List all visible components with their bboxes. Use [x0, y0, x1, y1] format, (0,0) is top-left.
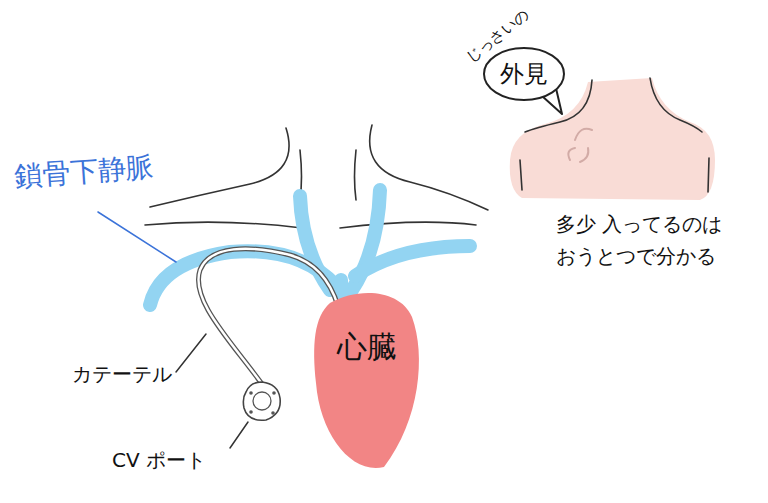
port-septum [253, 392, 271, 410]
arm-line [708, 158, 709, 192]
port-label: CV ポート [112, 444, 206, 476]
port-bump [568, 148, 575, 160]
bubble-outline [484, 48, 564, 100]
port-hole [271, 411, 275, 415]
node-text: 外見 [500, 58, 548, 90]
port-bump [575, 129, 592, 140]
heart-shape-outline [308, 285, 426, 475]
leaders [98, 212, 248, 448]
arm-line [520, 160, 522, 190]
speech-bubble: じっさいの外見 [470, 10, 582, 120]
vein-label: 鎖骨下静脈 [13, 145, 156, 199]
neck-line [650, 78, 702, 132]
port-hole [249, 410, 253, 414]
port-hole [249, 391, 253, 395]
right-clavicle [340, 222, 476, 228]
body-outline [145, 125, 488, 228]
right-neck-line [370, 125, 488, 210]
left-neck-line [150, 128, 289, 207]
port-hole [272, 391, 276, 395]
note-text: 多少 入ってるのは おうとつで分かる [556, 208, 732, 272]
node-text: 心臓 [308, 285, 426, 368]
heart-fill [314, 293, 419, 468]
port-body [243, 382, 280, 420]
port-bump [580, 148, 588, 162]
right-subclavian-vein [355, 246, 470, 276]
leader-line [98, 212, 176, 262]
left-clavicle [145, 222, 302, 228]
leader-line [230, 422, 248, 448]
catheter-label: カテーテル [72, 358, 172, 390]
leader-line [176, 334, 206, 372]
right-inner-neck [355, 150, 357, 200]
heart-shape: 心臓 [308, 285, 426, 475]
cv-port [243, 382, 280, 420]
veins [150, 190, 470, 320]
